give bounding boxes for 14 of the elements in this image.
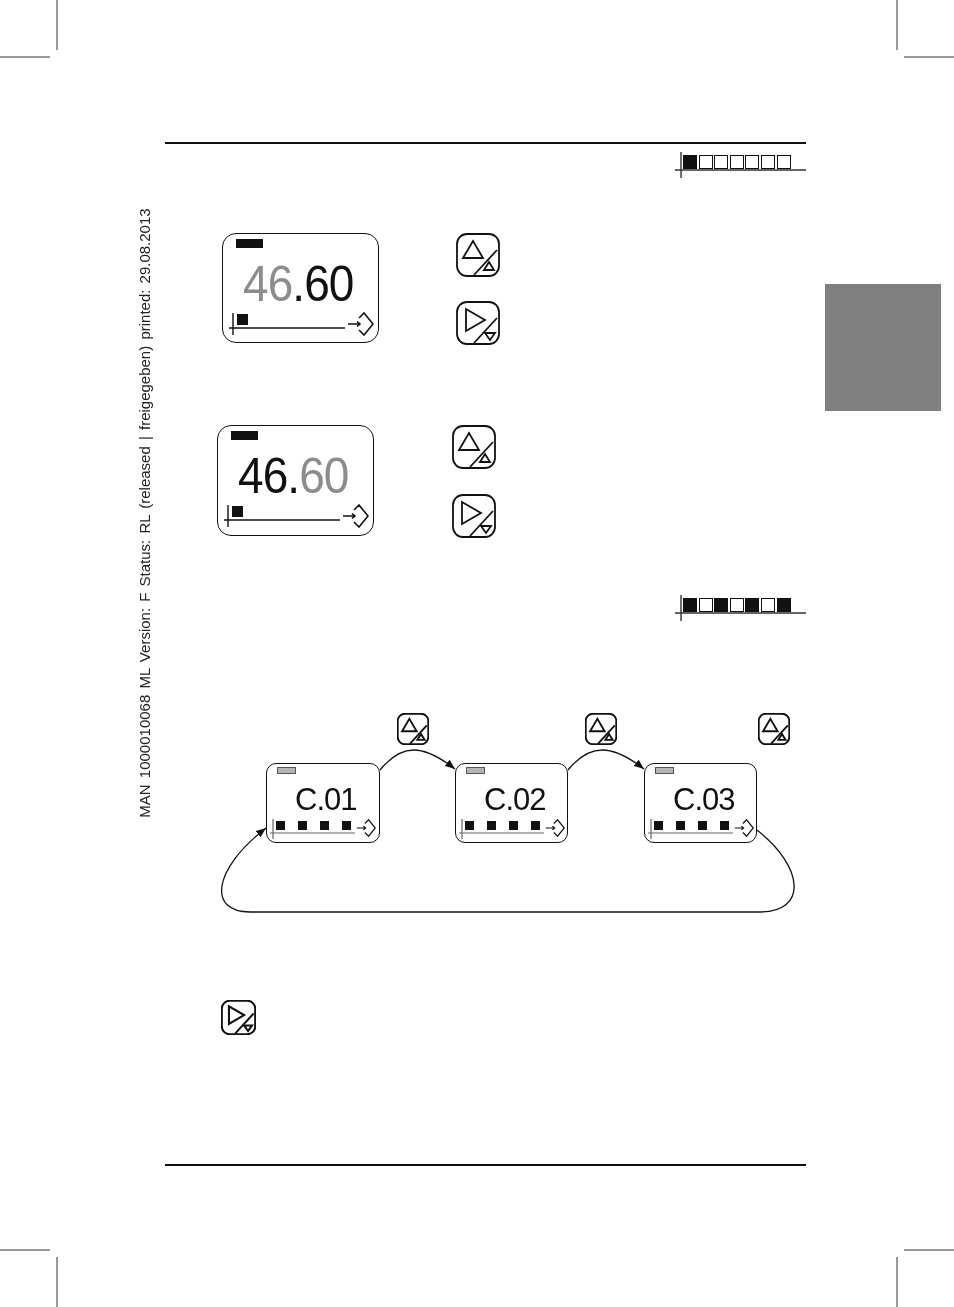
- display-reading: 46.60: [238, 451, 349, 501]
- display-reading: C.03: [673, 784, 735, 815]
- display-reading: 46.60: [243, 259, 354, 309]
- lcd-display: [222, 233, 379, 343]
- arrow: [221, 827, 795, 913]
- lcd-display: [266, 763, 380, 843]
- lcd-display: [644, 763, 757, 843]
- lcd-display: [455, 763, 568, 843]
- lcd-display: [217, 425, 374, 536]
- display-reading: C.01: [295, 784, 357, 815]
- arrow: [567, 749, 645, 771]
- arrow: [379, 749, 456, 771]
- display-reading: C.02: [484, 784, 546, 815]
- document-status-note: MAN 1000010068 ML Version: F Status: RL (released | freigegeben) printed: 29.08.2013: [136, 208, 152, 818]
